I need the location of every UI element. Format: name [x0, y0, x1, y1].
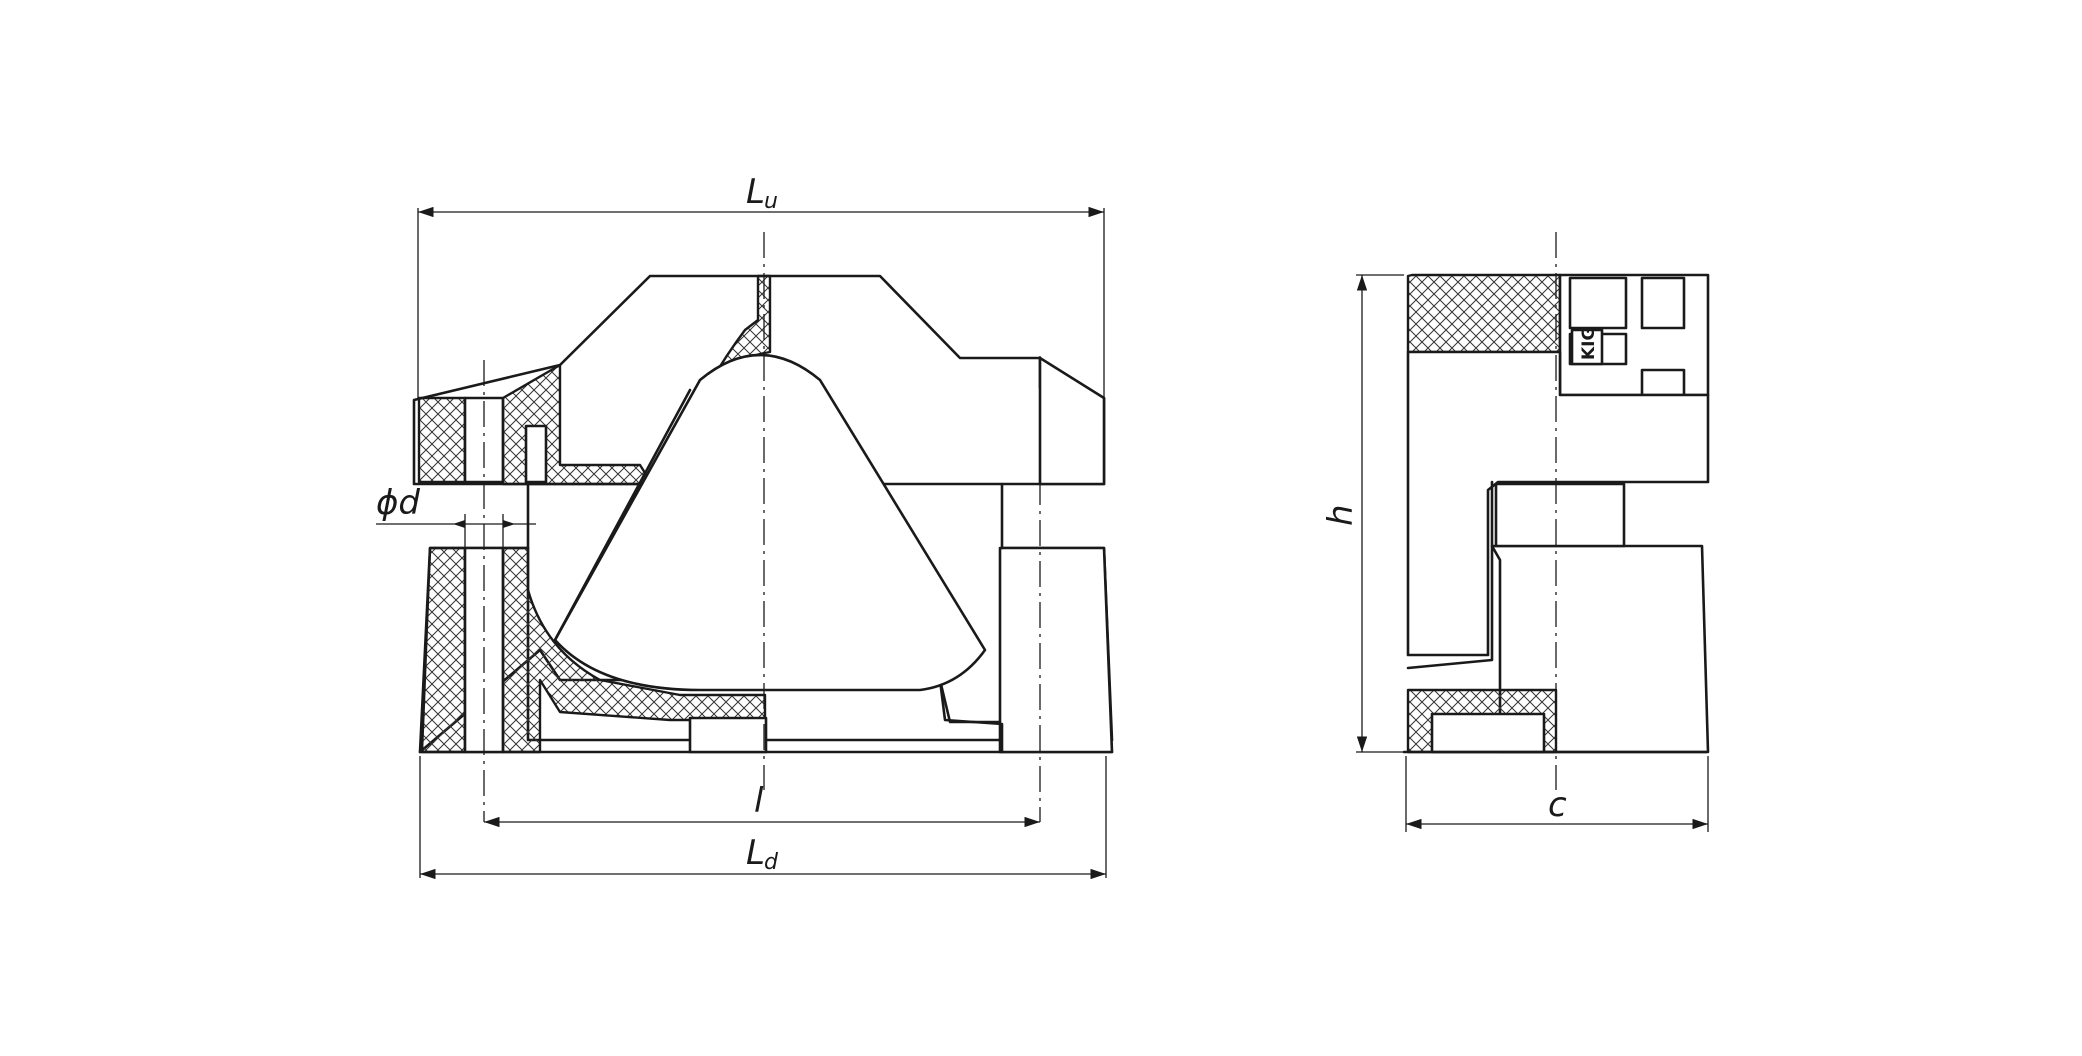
front-view	[412, 232, 1114, 822]
lu-label: L	[746, 172, 765, 212]
side-upper-lip	[1406, 480, 1494, 670]
side-rib-4	[1640, 368, 1686, 397]
lower-flange-left-section	[420, 546, 467, 754]
side-lower-collar	[1494, 482, 1626, 548]
ld-label: L	[746, 833, 765, 873]
marking-text: KIG	[1579, 327, 1599, 360]
ld-subscript: d	[764, 850, 779, 875]
side-rib-1	[1568, 276, 1628, 330]
lower-base-right-wall	[998, 546, 1114, 754]
lower-wall-left-section	[501, 546, 767, 754]
lu-subscript: u	[764, 189, 778, 214]
h-label: h	[1321, 504, 1361, 526]
side-rib-2	[1640, 276, 1686, 330]
side-view: KIG	[1402, 232, 1710, 790]
lower-pocket	[688, 716, 768, 754]
upper-flange-right	[1038, 356, 1106, 486]
side-upper-body	[1406, 350, 1710, 657]
upper-slot	[524, 424, 548, 484]
rubber-cone-inner-line	[553, 388, 692, 642]
side-upper-section	[1406, 273, 1562, 354]
l-label: l	[754, 781, 764, 821]
c-label: c	[1548, 785, 1567, 825]
side-lower-pocket	[1430, 712, 1546, 754]
phid-label: ϕd	[376, 483, 420, 523]
lower-base-inner-right	[938, 678, 1004, 754]
side-marking-box	[1570, 328, 1604, 366]
upper-flange-left-section	[417, 396, 467, 484]
rubber-cone	[553, 353, 987, 692]
dimensions: L u L d l ϕd h c	[376, 172, 1709, 880]
